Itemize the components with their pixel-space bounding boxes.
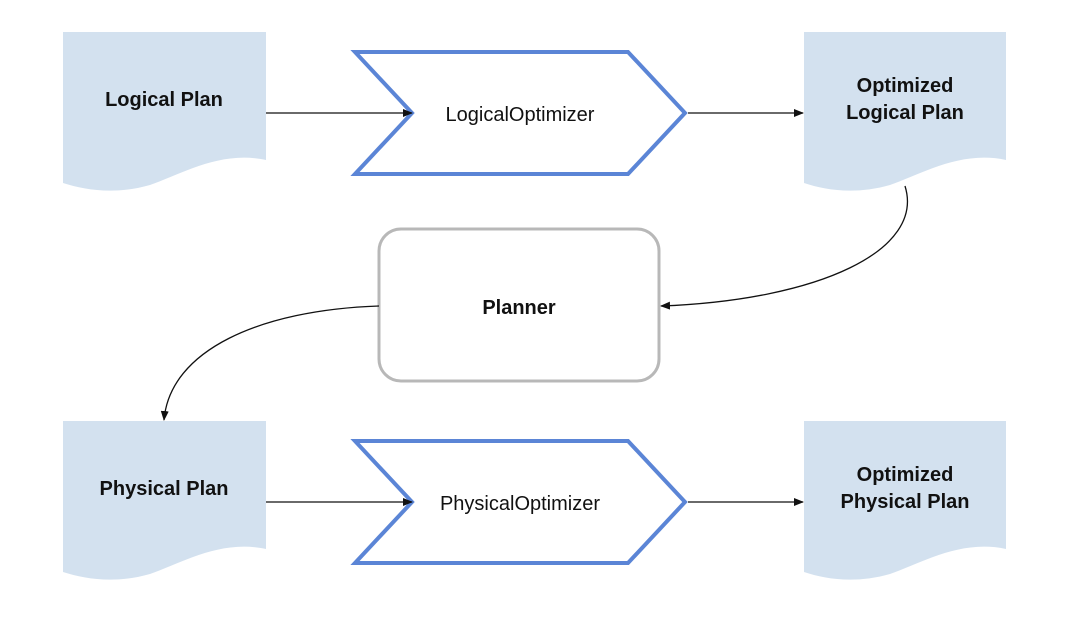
optimized-logical-plan-node: Optimized Logical Plan: [804, 32, 1006, 191]
physical-plan-document-shape: [63, 421, 266, 580]
optimized-logical-plan-label-line-2: Logical Plan: [846, 102, 964, 124]
physical-plan-node: Physical Plan: [63, 421, 266, 580]
logical-plan-document-shape: [63, 32, 266, 191]
optimized-physical-plan-label-line-2: Physical Plan: [841, 491, 970, 513]
logical-plan-node: Logical Plan: [63, 32, 266, 191]
arrow-optimized-logical-plan-to-planner: [660, 185, 908, 310]
optimized-physical-plan-label-line-1: Optimized: [857, 464, 954, 486]
optimized-physical-plan-node: Optimized Physical Plan: [804, 421, 1006, 580]
optimized-logical-plan-document-shape: [804, 32, 1006, 191]
optimized-logical-plan-label-line-1: Optimized: [857, 75, 954, 97]
planner-node: Planner: [377, 227, 661, 383]
arrow-planner-to-physical-plan: [160, 305, 380, 421]
optimized-physical-plan-document-shape: [804, 421, 1006, 580]
logical-optimizer-label: LogicalOptimizer: [446, 104, 595, 126]
planner-label: Planner: [482, 297, 556, 319]
physical-optimizer-label: PhysicalOptimizer: [440, 493, 600, 515]
logical-plan-label: Logical Plan: [105, 89, 223, 111]
planner-rounded-rectangle: [377, 227, 661, 383]
physical-plan-label: Physical Plan: [100, 478, 229, 500]
